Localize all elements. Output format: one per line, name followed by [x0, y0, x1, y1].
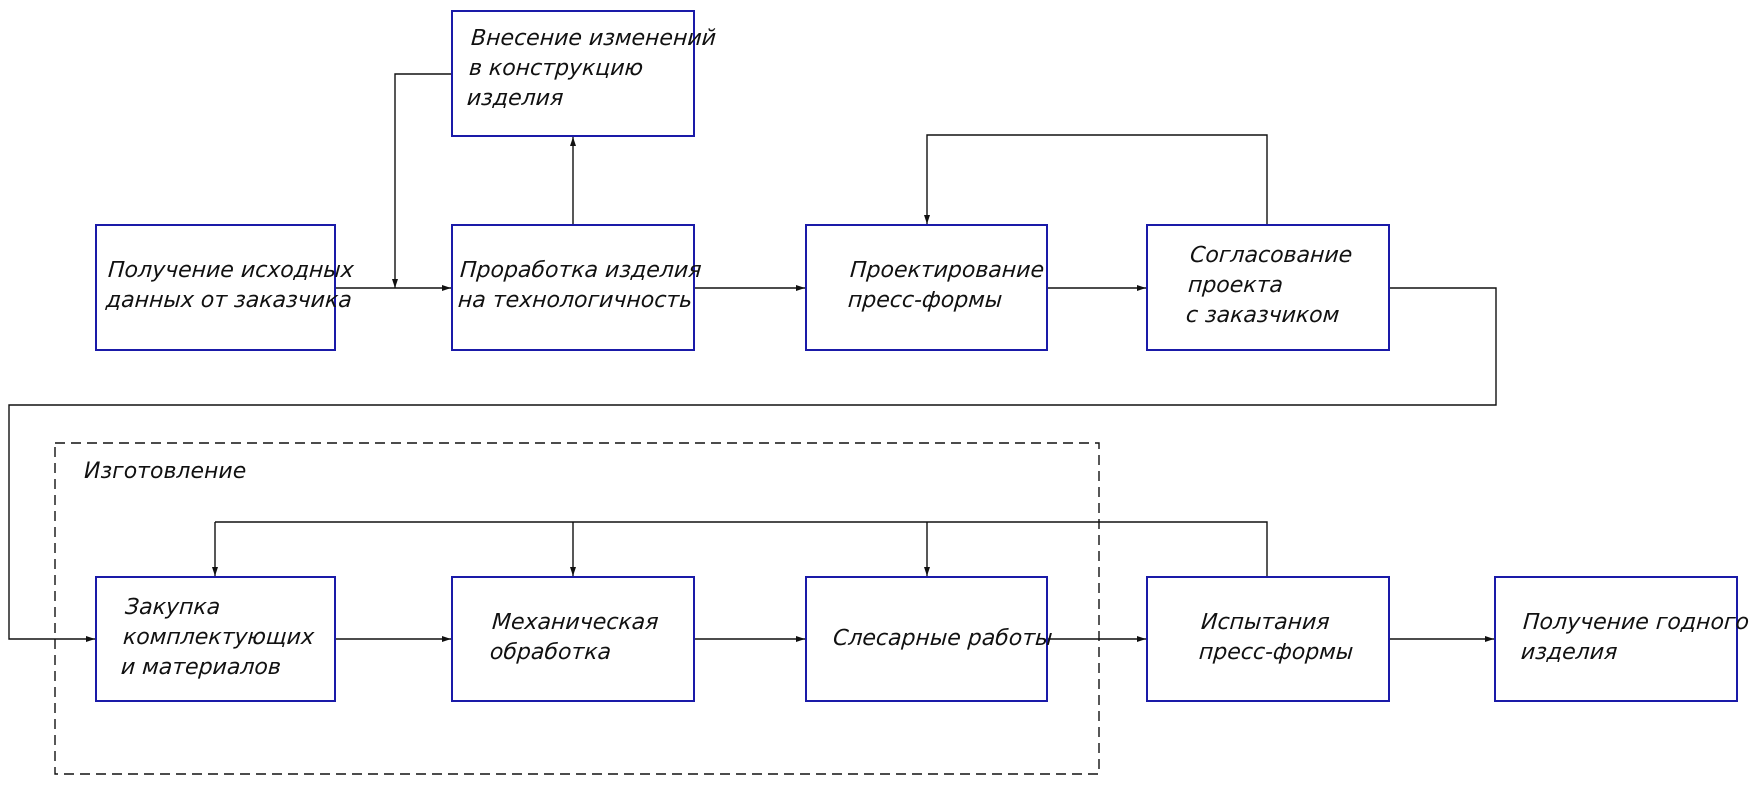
block-customer-approval: Согласование проекта с заказчиком — [1146, 224, 1390, 351]
block-label: Внесение изменений в конструкцию изделия — [466, 26, 717, 111]
block-mold-testing: Испытания пресс-формы — [1146, 576, 1390, 702]
block-mold-design: Проектирование пресс-формы — [805, 224, 1048, 351]
edge-b3-return — [392, 73, 451, 288]
block-manufacturability-review: Проработка изделия на технологичность — [451, 224, 702, 351]
block-label: Получение годного изделия — [1520, 610, 1749, 665]
block-fitting-works: Слесарные работы — [805, 576, 1053, 702]
block-label: Проработка изделия на технологичность — [457, 258, 703, 313]
block-procurement: Закупка комплектующих и материалов — [95, 576, 336, 702]
block-machining: Механическая обработка — [451, 576, 695, 702]
block-label: Проектирование пресс-формы — [847, 258, 1045, 313]
edge-b9-feedback-bus — [215, 521, 1268, 576]
edge-b5-b4-feedback — [924, 134, 1268, 224]
edge-b5-b6 — [8, 287, 1497, 642]
block-label: Испытания пресс-формы — [1198, 610, 1355, 665]
block-label: Слесарные работы — [832, 626, 1054, 651]
block-label: Согласование проекта с заказчиком — [1185, 243, 1354, 328]
block-design-changes: Внесение изменений в конструкцию изделия — [451, 10, 717, 137]
block-label: Получение исходных данных от заказчика — [105, 258, 355, 313]
block-label: Механическая обработка — [489, 610, 660, 665]
block-label: Закупка комплектующих и материалов — [120, 595, 315, 680]
manufacturing-group-frame — [54, 442, 1100, 775]
block-final-product: Получение годного изделия — [1494, 576, 1749, 702]
block-receive-input-data: Получение исходных данных от заказчика — [95, 224, 355, 351]
group-label-manufacturing: Изготовление — [84, 459, 247, 484]
